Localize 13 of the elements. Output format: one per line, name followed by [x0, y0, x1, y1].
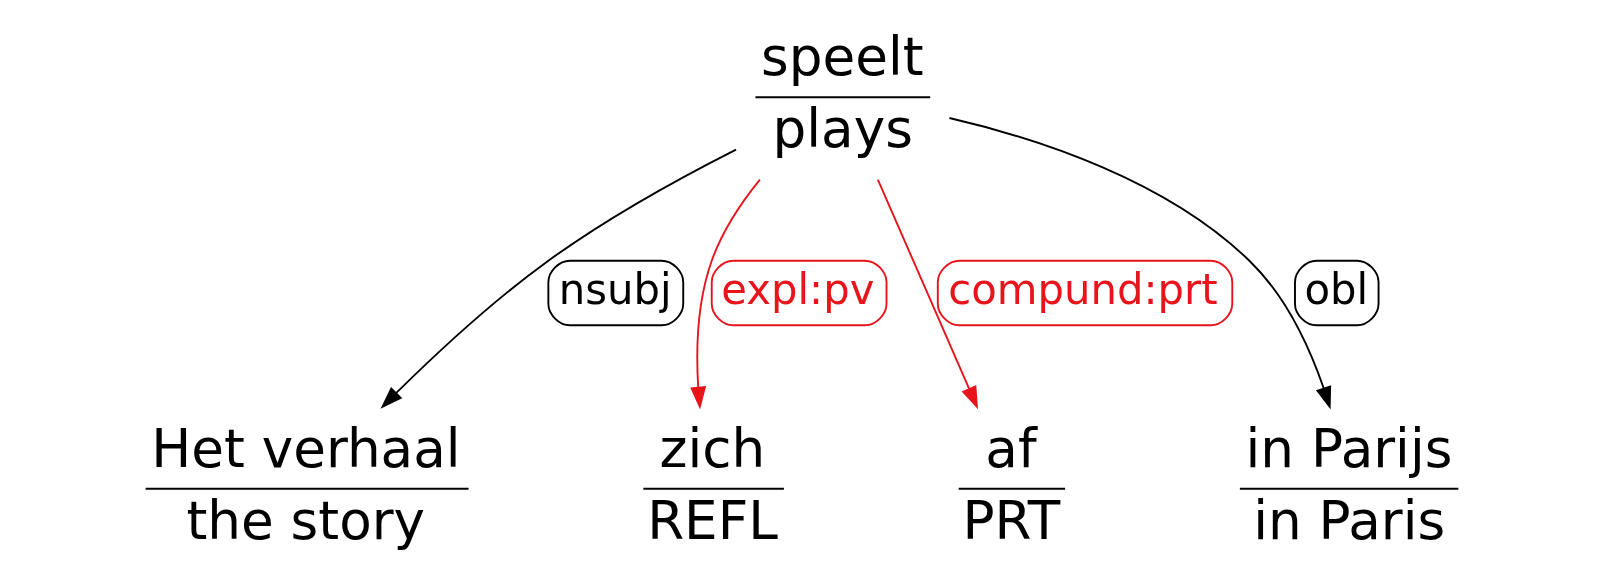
- node-text: speelt plays: [761, 26, 924, 161]
- node-text: af PRT: [962, 417, 1061, 552]
- arrow: [876, 178, 979, 410]
- arrow: [380, 148, 738, 409]
- node-text: zich REFL: [647, 417, 778, 552]
- edge-label: nsubj: [558, 264, 672, 314]
- edge-label: expl:pv: [721, 264, 875, 314]
- arrow: [948, 117, 1332, 410]
- edge-label: compund:prt: [948, 264, 1218, 314]
- arrow: [690, 178, 761, 410]
- edge-label: obl: [1304, 264, 1369, 314]
- node-text: in Parijs in Paris: [1245, 417, 1453, 552]
- node-text: Het verhaal the story: [151, 417, 461, 552]
